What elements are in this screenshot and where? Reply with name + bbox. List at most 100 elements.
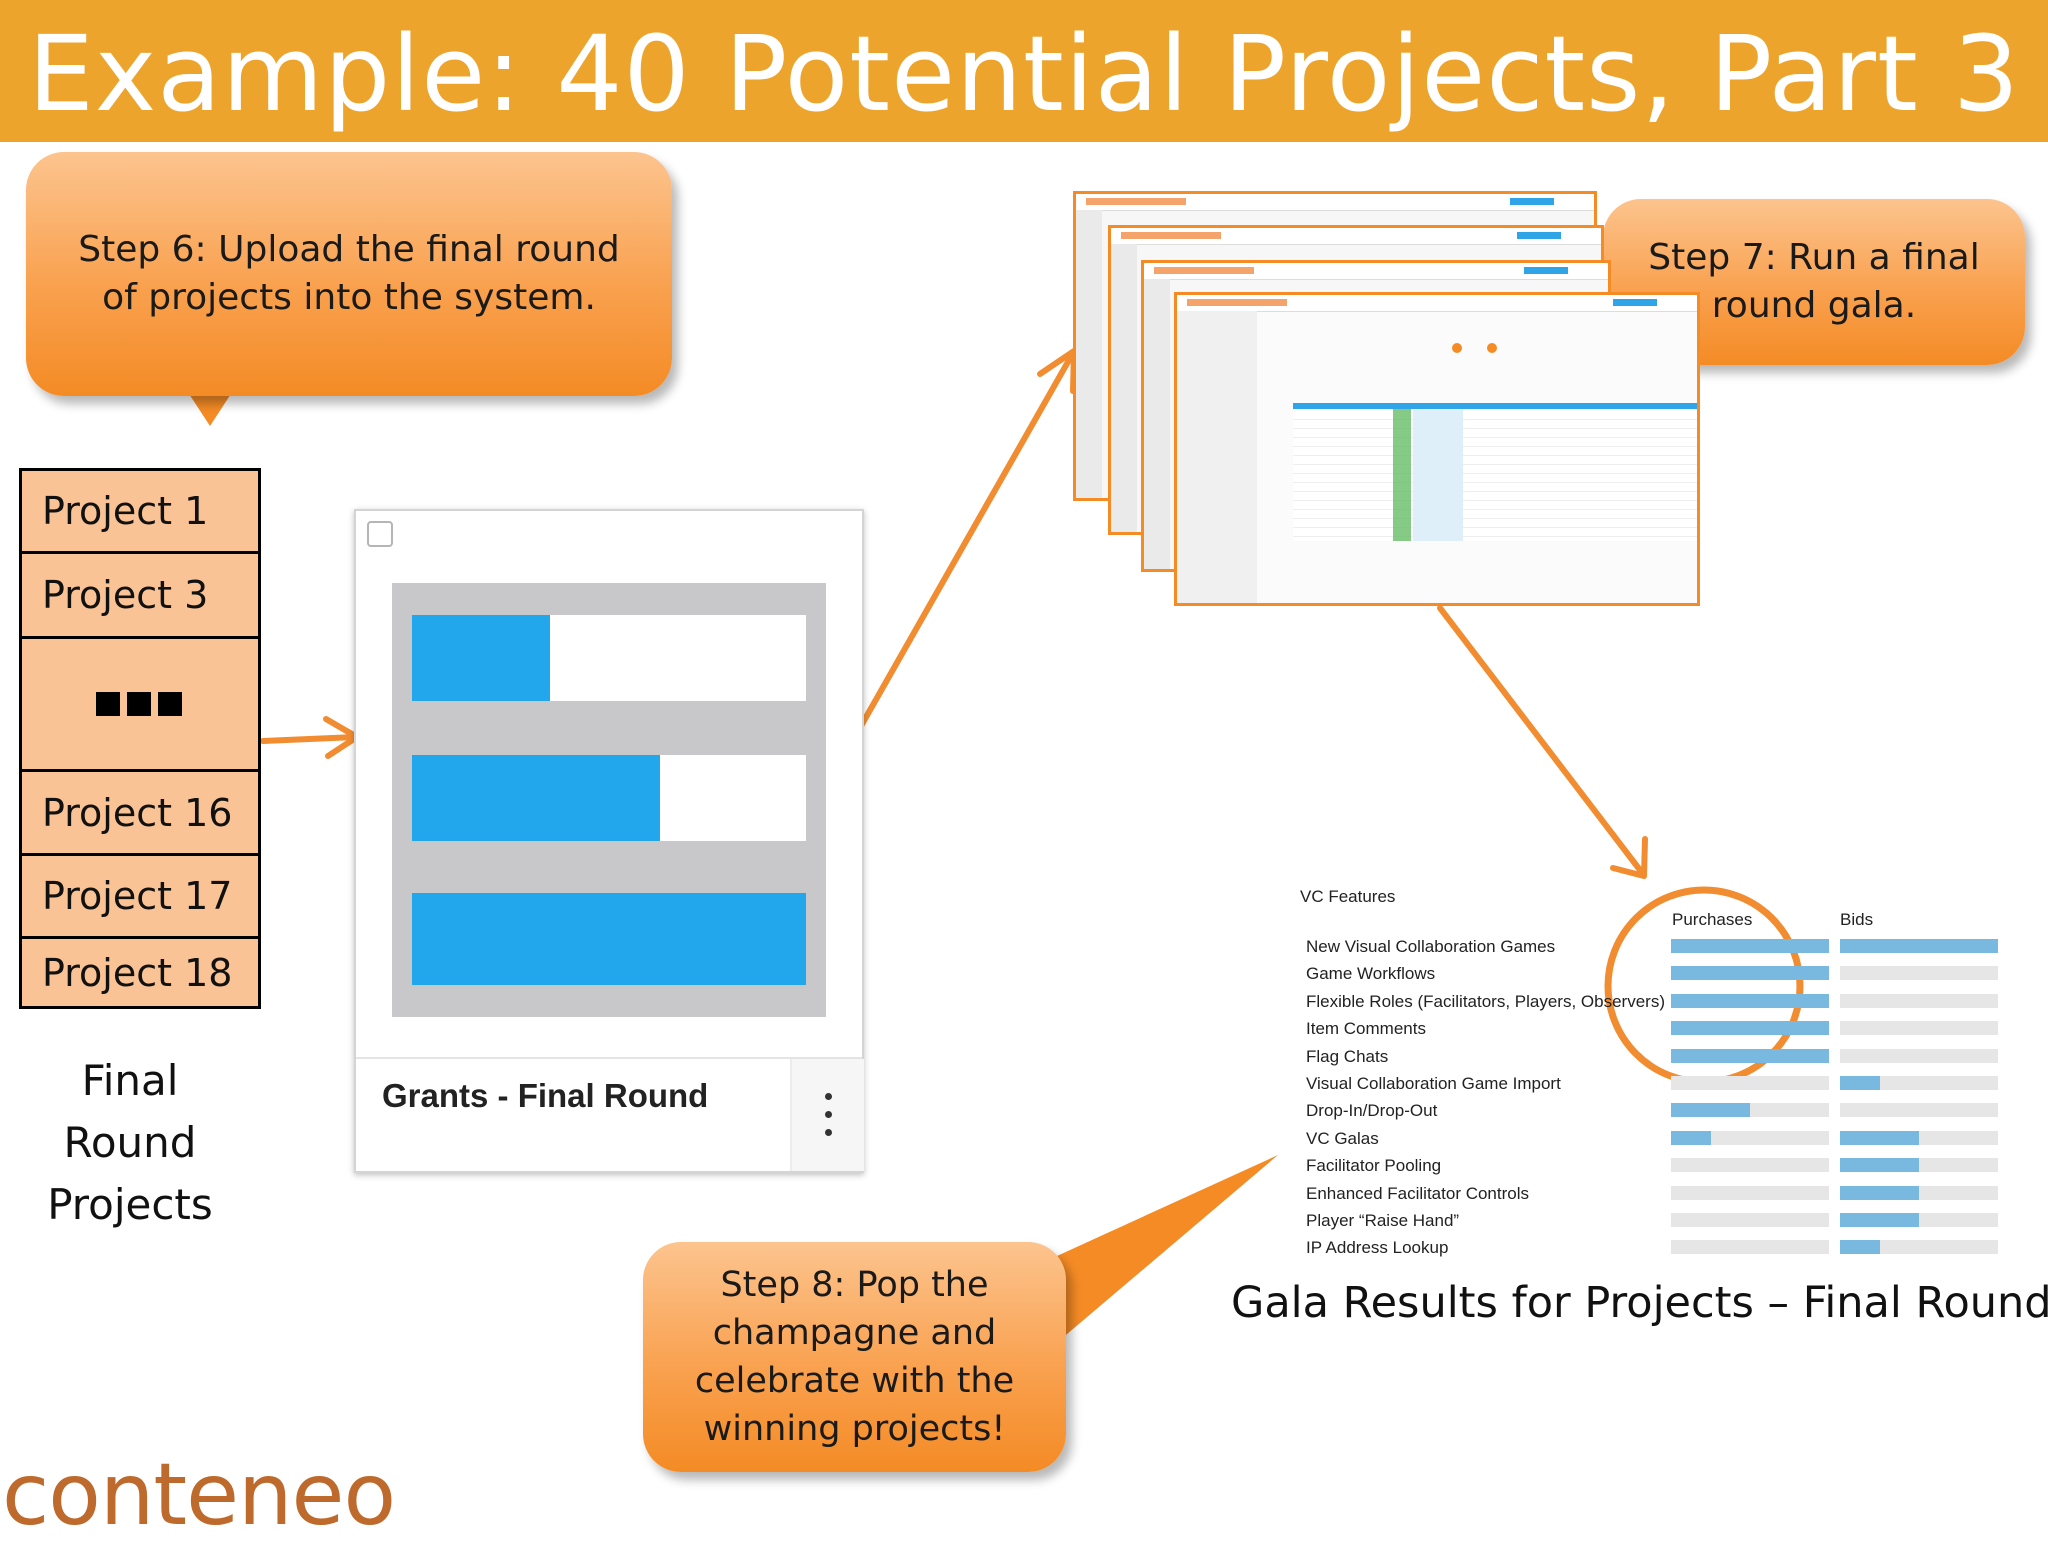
- bids-bar-track: [1840, 1185, 1998, 1200]
- results-row-label: VC Galas: [1306, 1128, 1379, 1148]
- thumb-bar-track: [412, 893, 806, 985]
- bids-bar-track: [1840, 1076, 1998, 1090]
- purchases-bar-track: [1671, 1103, 1829, 1118]
- project-list-caption: Final Round Projects: [47, 1056, 213, 1229]
- bids-bar-track: [1840, 993, 1998, 1008]
- ellipsis-square: [158, 692, 182, 716]
- avatar-icon: [1487, 343, 1497, 353]
- results-row-label: New Visual Collaboration Games: [1306, 937, 1556, 956]
- purchases-bar-track: [1671, 939, 1829, 953]
- project-label: Project 18: [42, 950, 233, 995]
- bids-bar-track: [1840, 1021, 1998, 1036]
- purchases-bar-fill: [1671, 1103, 1750, 1118]
- results-col-bids: Bids: [1840, 910, 1874, 929]
- project-label: Project 17: [42, 874, 233, 918]
- project-row: Project 17: [22, 856, 258, 939]
- bids-bar-fill: [1840, 1130, 1919, 1145]
- ellipsis-square: [127, 692, 151, 716]
- results-row-label: Facilitator Pooling: [1306, 1156, 1442, 1176]
- project-row-ellipsis: [22, 639, 258, 772]
- step6-callout: Step 6: Upload the final round of projec…: [26, 152, 672, 396]
- purchases-bar-track: [1671, 966, 1829, 981]
- arrow-screens-to-results: [1437, 605, 1648, 879]
- purchases-bar-fill: [1671, 1130, 1711, 1145]
- conteneo-logo: conteneo: [2, 1445, 396, 1545]
- bids-bar-track: [1840, 1158, 1998, 1173]
- results-row-label: IP Address Lookup: [1306, 1238, 1449, 1258]
- bids-bar-fill: [1840, 1076, 1880, 1090]
- results-row-label: Flag Chats: [1306, 1046, 1389, 1066]
- purchases-bar-track: [1671, 1048, 1829, 1063]
- game-card[interactable]: Grants - Final Round: [354, 509, 864, 1173]
- bids-bar-fill: [1840, 1240, 1880, 1255]
- bids-bar-track: [1840, 939, 1998, 953]
- results-row-label: Enhanced Facilitator Controls: [1306, 1183, 1530, 1203]
- results-col-purchases: Purchases: [1672, 910, 1753, 929]
- ellipsis-square: [96, 692, 120, 716]
- bids-bar-fill: [1840, 1185, 1919, 1200]
- card-thumbnail: [392, 583, 826, 1017]
- bids-bar-track: [1840, 1048, 1998, 1063]
- results-row-label: Player “Raise Hand”: [1306, 1211, 1460, 1230]
- purchases-bar-fill: [1671, 993, 1829, 1008]
- bids-bar-track: [1840, 1240, 1998, 1255]
- project-label: Project 1: [42, 489, 209, 533]
- purchases-bar-track: [1671, 1158, 1829, 1173]
- purchases-bar-fill: [1671, 1048, 1829, 1063]
- kebab-dot: [825, 1129, 832, 1136]
- card-title: Grants - Final Round: [382, 1077, 709, 1114]
- purchases-bar-fill: [1671, 966, 1829, 981]
- step8-callout-tail: [1000, 1155, 1278, 1340]
- arrow-card-to-screens: [854, 348, 1077, 736]
- project-row: Project 3: [22, 554, 258, 639]
- project-list: Project 1 Project 3 Project 16 Project 1…: [19, 468, 261, 1009]
- purchases-bar-fill: [1671, 1021, 1829, 1036]
- purchases-bar-track: [1671, 1213, 1829, 1227]
- thumb-bar-fill: [412, 615, 550, 701]
- step7-text: Step 7: Run a final round gala.: [1648, 237, 1980, 326]
- screenshot-highlight-column: [1413, 409, 1463, 541]
- purchases-bar-track: [1671, 993, 1829, 1008]
- bids-bar-track: [1840, 966, 1998, 981]
- results-heading: VC Features: [1300, 887, 1396, 906]
- results-row-label: Item Comments: [1306, 1019, 1426, 1039]
- thumb-bar-track: [412, 615, 806, 701]
- screenshot-green-column: [1393, 409, 1411, 541]
- project-label: Project 3: [42, 573, 209, 617]
- thumb-bar-track: [412, 755, 806, 841]
- card-divider: [356, 1057, 862, 1059]
- avatar-icon: [1452, 343, 1462, 353]
- step6-text: Step 6: Upload the final round of projec…: [78, 229, 620, 318]
- purchases-bar-track: [1671, 1240, 1829, 1255]
- kebab-dot: [825, 1093, 832, 1100]
- purchases-bar-track: [1671, 1021, 1829, 1036]
- gala-screenshot-front: [1174, 292, 1700, 606]
- step8-text: Step 8: Pop the champagne and celebrate …: [694, 1265, 1015, 1449]
- results-row-label: Game Workflows: [1306, 964, 1436, 984]
- bids-bar-fill: [1840, 1158, 1919, 1173]
- bids-bar-fill: [1840, 939, 1998, 953]
- title-bar: Example: 40 Potential Projects, Part 3: [0, 0, 2048, 142]
- purchases-bar-track: [1671, 1130, 1829, 1145]
- project-label: Project 16: [42, 790, 233, 835]
- results-row-label: Flexible Roles (Facilitators, Players, O…: [1306, 991, 1665, 1011]
- results-caption: Gala Results for Projects – Final Round: [1231, 1278, 2048, 1328]
- step8-callout: Step 8: Pop the champagne and celebrate …: [643, 1242, 1066, 1472]
- slide-title: Example: 40 Potential Projects, Part 3: [27, 13, 2020, 135]
- card-checkbox[interactable]: [367, 521, 393, 547]
- kebab-dot: [825, 1111, 832, 1118]
- purchases-bar-track: [1671, 1076, 1829, 1090]
- screenshot-table-body: [1293, 411, 1697, 541]
- bids-bar-track: [1840, 1103, 1998, 1118]
- project-row: Project 1: [22, 471, 258, 554]
- thumb-bar-fill: [412, 893, 806, 985]
- bids-bar-track: [1840, 1130, 1998, 1145]
- screenshot-table-header: [1293, 403, 1697, 409]
- purchases-bar-fill: [1671, 939, 1829, 953]
- results-row-label: Visual Collaboration Game Import: [1306, 1074, 1561, 1093]
- card-menu-button[interactable]: [790, 1059, 864, 1171]
- project-row: Project 18: [22, 939, 258, 1006]
- project-row: Project 16: [22, 772, 258, 856]
- results-row-label: Drop-In/Drop-Out: [1306, 1101, 1438, 1121]
- thumb-bar-fill: [412, 755, 661, 841]
